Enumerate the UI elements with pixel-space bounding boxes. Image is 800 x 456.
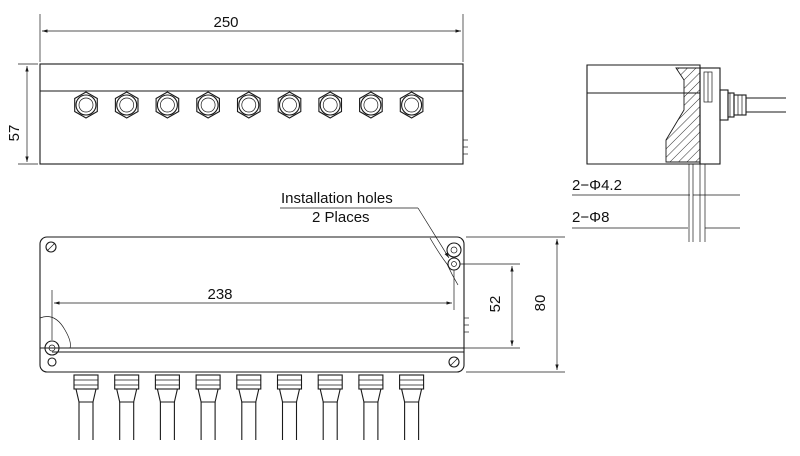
front-body xyxy=(39,63,464,165)
side-dimension-phi8: 2−Φ8 xyxy=(572,209,740,229)
callout-line1: Installation holes xyxy=(281,190,393,207)
side-dimension-phi42: 2−Φ4.2 xyxy=(572,177,740,196)
front-gland xyxy=(196,91,220,119)
dimension-250: 250 xyxy=(39,14,464,62)
gland-nut xyxy=(719,89,729,121)
front-gland xyxy=(236,91,261,119)
front-gland xyxy=(318,91,343,119)
callout-line2: 2 Places xyxy=(312,209,370,226)
bottom-gland xyxy=(236,374,262,440)
dim-spacing-label: 238 xyxy=(207,286,232,303)
installation-holes-callout: Installation holes 2 Places xyxy=(280,190,450,259)
bottom-gland xyxy=(399,374,425,440)
front-gland xyxy=(399,91,424,119)
dim-hole-large-label: 2−Φ8 xyxy=(572,209,609,226)
dimension-80: 80 xyxy=(466,236,565,373)
side-view xyxy=(586,64,786,242)
front-gland xyxy=(155,91,180,119)
top-view xyxy=(39,236,469,440)
bottom-gland xyxy=(154,374,180,440)
dim-height-label: 57 xyxy=(6,125,23,142)
bottom-gland xyxy=(195,374,221,440)
front-gland xyxy=(74,91,98,119)
front-gland xyxy=(114,91,139,119)
bottom-gland-row xyxy=(73,374,425,440)
dimension-57: 57 xyxy=(6,63,38,165)
side-cable xyxy=(746,97,786,113)
top-body xyxy=(39,236,465,373)
section-hatch xyxy=(665,67,701,163)
bottom-gland xyxy=(317,374,343,440)
dim-depth-label: 80 xyxy=(532,295,549,312)
bottom-gland xyxy=(73,374,99,440)
dimension-238: 238 xyxy=(51,270,455,340)
front-gland xyxy=(359,91,383,119)
bottom-gland xyxy=(358,374,384,440)
front-view xyxy=(39,63,468,165)
dim-width-label: 250 xyxy=(213,14,238,31)
bottom-gland xyxy=(114,374,140,440)
front-gland-row xyxy=(74,91,424,119)
dim-hole-small-label: 2−Φ4.2 xyxy=(572,177,622,194)
bottom-gland xyxy=(276,374,303,440)
front-gland xyxy=(277,91,302,119)
dimension-52: 52 xyxy=(460,263,520,349)
dim-vertical-label: 52 xyxy=(487,296,504,313)
